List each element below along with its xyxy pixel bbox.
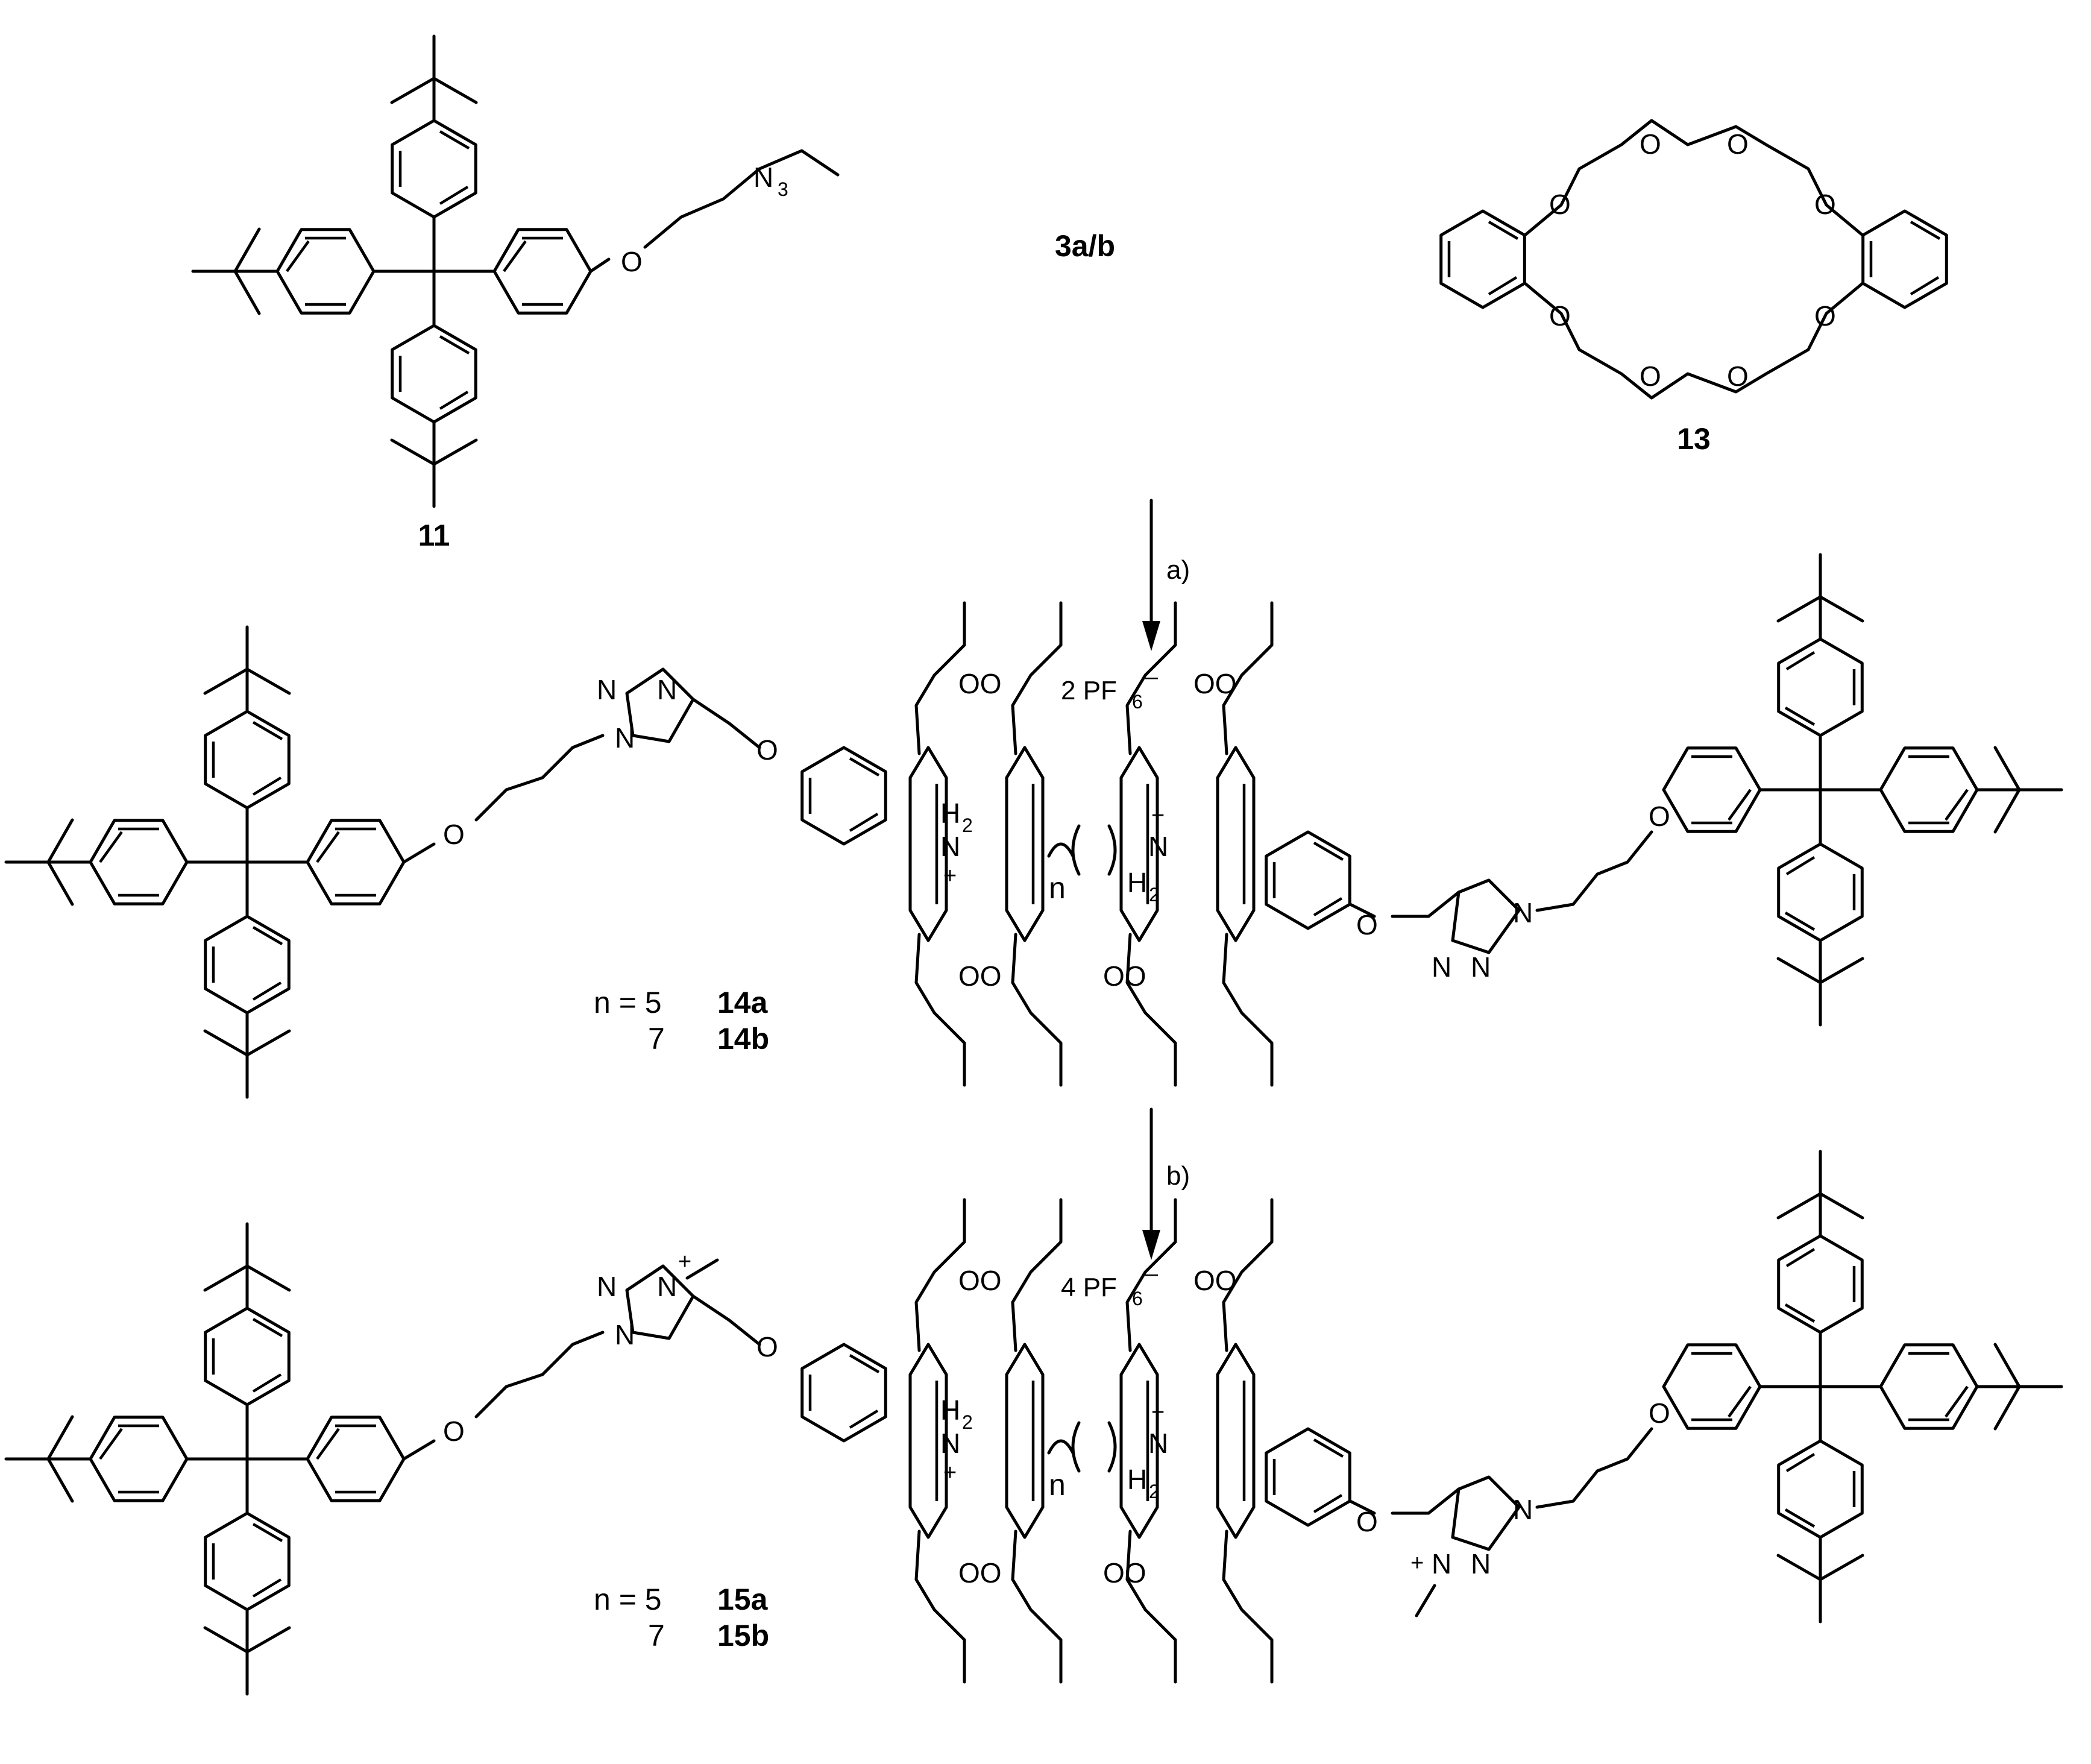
atom-O: O: [756, 1331, 778, 1362]
atom-O: O: [1814, 189, 1836, 220]
atom-O: O: [1356, 909, 1378, 940]
atom-N: N: [940, 831, 960, 862]
atom-N: N: [1148, 831, 1168, 862]
n-value-7: 7: [648, 1619, 665, 1652]
atom-H2-subscript: 2: [962, 1411, 973, 1433]
crown-atoms-OO: OO: [1193, 668, 1237, 699]
crown-atoms-OO: OO: [958, 1265, 1002, 1296]
counterion-4pf6: 4 PF: [1061, 1273, 1117, 1302]
n-value-5: n = 5: [594, 1583, 662, 1616]
atom-N: N: [1148, 1428, 1168, 1459]
atom-H2-subscript: 2: [1149, 884, 1160, 906]
counterion-subscript: 6: [1132, 691, 1143, 713]
atom-N: N: [657, 1271, 677, 1302]
compound-label-3ab: 3a/b: [1055, 229, 1115, 263]
charge-plus: +: [678, 1249, 691, 1274]
charge-plus: +: [1151, 1400, 1165, 1425]
n-value-7: 7: [648, 1022, 665, 1056]
atom-H2: H: [1127, 1464, 1147, 1495]
atom-N: N: [940, 1428, 960, 1459]
compound-label-11: 11: [418, 518, 450, 552]
atom-H2: H: [940, 1394, 960, 1426]
atom-O: O: [1649, 801, 1670, 832]
charge-plus: +: [1410, 1551, 1424, 1576]
atom-O: O: [756, 734, 778, 766]
repeat-n-label: n: [1049, 871, 1066, 905]
atom-O: O: [1727, 128, 1749, 160]
rotaxane-14-structure: O N N N O OO OO N H 2 + n OO OO + N H 2: [6, 555, 2061, 1097]
atom-N: N: [1432, 951, 1451, 983]
atom-N: N: [615, 1319, 635, 1350]
atom-H2-subscript: 2: [962, 814, 973, 836]
crown-atoms-OO: OO: [1193, 1265, 1237, 1296]
atom-O: O: [1814, 300, 1836, 332]
atom-O: O: [1640, 128, 1661, 160]
atom-O: O: [1649, 1397, 1670, 1429]
compound-11-structure: O N 3: [193, 36, 840, 506]
atom-N: N: [597, 1271, 617, 1302]
atom-N: N: [1513, 1494, 1533, 1525]
compound-label-15a: 15a: [717, 1583, 769, 1616]
atom-H2: H: [940, 798, 960, 829]
atom-O: O: [1640, 361, 1661, 392]
crown-atoms-OO: OO: [958, 960, 1002, 992]
compound-label-14a: 14a: [717, 986, 769, 1019]
atom-O: O: [443, 819, 465, 850]
atom-O: O: [443, 1416, 465, 1447]
atom-N3-subscript: 3: [778, 178, 788, 200]
crown-atoms-OO: OO: [1103, 1557, 1146, 1589]
charge-plus: +: [943, 1460, 957, 1485]
condition-a: a): [1166, 555, 1190, 585]
atom-O: O: [1549, 189, 1571, 220]
atom-O: O: [621, 246, 643, 277]
counterion-subscript: 6: [1132, 1288, 1143, 1309]
compound-13-structure: O O O O O O O O: [1441, 119, 1947, 400]
repeat-n-label: n: [1049, 1468, 1066, 1502]
compound-label-13: 13: [1677, 422, 1711, 456]
counterion-charge: –: [1145, 664, 1159, 690]
counterion-charge: –: [1145, 1261, 1159, 1287]
atom-N: N: [597, 674, 617, 705]
crown-atoms-OO: OO: [958, 668, 1002, 699]
atom-N: N: [657, 674, 677, 705]
condition-b: b): [1166, 1161, 1190, 1191]
compound-label-15b: 15b: [717, 1619, 769, 1652]
atom-O: O: [1356, 1506, 1378, 1537]
atom-H2: H: [1127, 867, 1147, 898]
atom-N3: N: [753, 162, 773, 193]
charge-plus: +: [1151, 803, 1165, 828]
atom-N: N: [615, 722, 635, 754]
crown-atoms-OO: OO: [958, 1557, 1002, 1589]
charge-plus: +: [943, 863, 957, 889]
atom-N: N: [1471, 951, 1491, 983]
atom-O: O: [1549, 300, 1571, 332]
compound-label-14b: 14b: [717, 1022, 769, 1056]
rotaxane-15-structure: O N N N + O OO OO N H 2 + n OO OO + N H …: [6, 1151, 2061, 1694]
n-value-5: n = 5: [594, 986, 662, 1019]
atom-O: O: [1727, 361, 1749, 392]
crown-atoms-OO: OO: [1103, 960, 1146, 992]
reaction-arrow-a: [1142, 499, 1160, 651]
counterion-2pf6: 2 PF: [1061, 676, 1117, 705]
atom-N: N: [1471, 1548, 1491, 1580]
atom-N: N: [1513, 897, 1533, 928]
atom-H2-subscript: 2: [1149, 1481, 1160, 1502]
reaction-arrow-b: [1142, 1107, 1160, 1260]
atom-N: N: [1432, 1548, 1451, 1580]
